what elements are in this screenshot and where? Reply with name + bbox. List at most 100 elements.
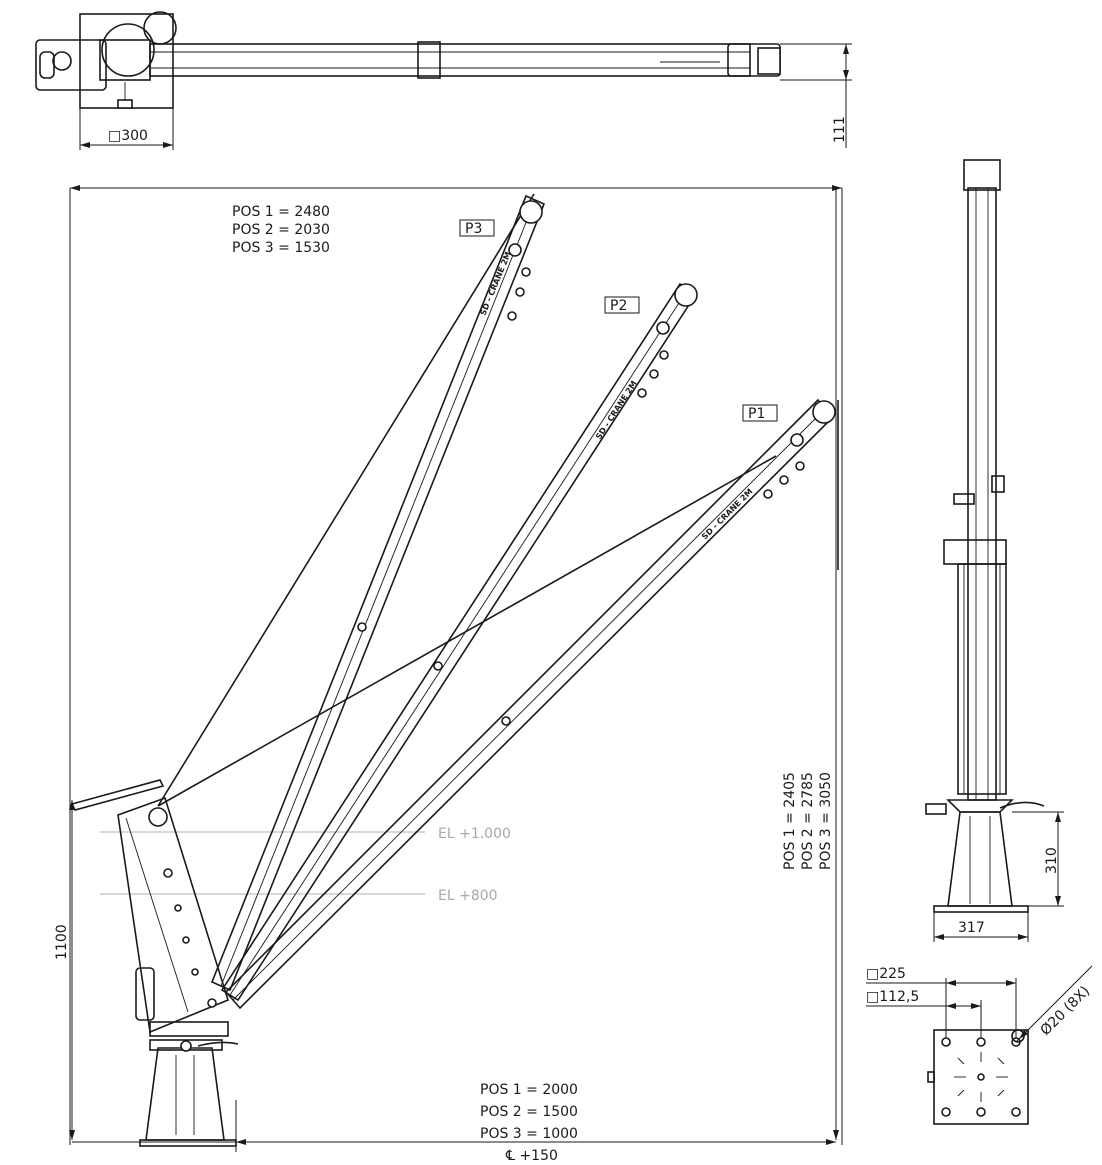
plate-slot xyxy=(957,1057,965,1065)
dim-arrow xyxy=(70,185,80,191)
boom-p1: SD - CRANE 2M P1 xyxy=(224,398,836,1010)
top-slewing-ring xyxy=(101,23,155,77)
tag-p2-label: P2 xyxy=(610,298,627,314)
top-square-label: □300 xyxy=(108,128,148,144)
base-plate-view: □225 □112,5 Ø20 (8X) xyxy=(866,965,1094,1125)
reach-pos1: POS 1 = 2000 xyxy=(480,1082,578,1098)
plate-hole xyxy=(941,1037,951,1047)
plate-hole xyxy=(976,1037,986,1047)
boom-p3-notch xyxy=(521,267,531,277)
tag-p3-label: P3 xyxy=(465,221,482,237)
plate-tab xyxy=(927,1071,935,1083)
top-base-plate xyxy=(79,13,174,109)
top-pin-handle xyxy=(117,99,133,109)
plate-inner-square: □112,5 xyxy=(866,989,919,1005)
top-pivot-housing xyxy=(99,39,151,81)
dim-arrow xyxy=(946,980,956,986)
mast-top-plate xyxy=(70,779,165,811)
tag-p3 xyxy=(459,219,495,237)
front-view: EL +1.000 EL +800 xyxy=(54,185,843,1164)
mast-hole xyxy=(174,904,182,912)
side-mast xyxy=(957,563,1007,795)
boom-p1-hole xyxy=(790,433,804,447)
side-lever xyxy=(999,801,1045,809)
side-bracket xyxy=(991,475,1005,493)
plate-outer-square: □225 xyxy=(866,966,906,982)
side-slew xyxy=(946,799,1014,813)
base-height-label: 1100 xyxy=(54,924,70,960)
boom-p2-pin xyxy=(433,661,443,671)
dim-arrow xyxy=(833,1130,839,1140)
dim-arrow xyxy=(832,185,842,191)
side-height-label: 310 xyxy=(1044,847,1060,874)
height-pos2: POS 2 = 2785 xyxy=(800,772,816,870)
width-pos2: POS 2 = 2030 xyxy=(232,222,330,238)
plate-hole xyxy=(1011,1107,1021,1117)
dim-arrow xyxy=(1055,896,1061,906)
boom-p2-edge xyxy=(229,288,689,996)
boom-p1-notch xyxy=(795,461,805,471)
plate-hole xyxy=(976,1107,986,1117)
mast-hole xyxy=(182,936,190,944)
top-handle-slot xyxy=(39,51,55,79)
mast-handle xyxy=(135,967,155,1021)
tag-p1-label: P1 xyxy=(748,406,765,422)
boom-p2-label: SD - CRANE 2M xyxy=(594,379,639,441)
dim-arrow xyxy=(843,70,849,80)
boom-p1-sheave xyxy=(812,400,836,424)
mast-hole xyxy=(191,968,199,976)
dim-arrow xyxy=(946,1003,956,1009)
mast-pivot xyxy=(148,807,168,827)
top-handle-bracket xyxy=(35,39,107,91)
dim-arrow xyxy=(934,934,944,940)
boom-p2-notch xyxy=(659,350,669,360)
locking-lever xyxy=(197,1041,239,1047)
locking-knob xyxy=(180,1040,192,1052)
height-pos1: POS 1 = 2405 xyxy=(782,772,798,870)
side-bracket xyxy=(953,493,975,505)
elevation-label-1000: EL +1.000 xyxy=(438,826,511,842)
cable-p1 xyxy=(157,455,777,807)
dim-arrow xyxy=(236,1139,246,1145)
tag-p2 xyxy=(604,296,640,314)
boom-p3-body xyxy=(210,194,546,992)
plate-hole xyxy=(941,1107,951,1117)
dim-arrow xyxy=(843,44,849,54)
height-pos3: POS 3 = 3050 xyxy=(818,772,834,870)
top-height-label: 111 xyxy=(832,116,848,143)
boom-p3-label: SD - CRANE 2M xyxy=(479,250,513,316)
mast xyxy=(117,796,229,1034)
dim-arrow xyxy=(1018,934,1028,940)
top-view: □300 111 xyxy=(35,11,852,150)
boom-p3-hole xyxy=(508,243,522,257)
dim-arrow xyxy=(80,142,90,148)
side-view: 310 317 xyxy=(925,159,1064,942)
side-knob xyxy=(925,803,947,815)
top-bolt-hole xyxy=(52,51,72,71)
dim-arrow xyxy=(69,1130,75,1140)
mast-rail xyxy=(125,817,189,1013)
top-sheave xyxy=(757,47,781,75)
hole-leader xyxy=(1015,965,1093,1043)
boom-p3-edge xyxy=(220,199,536,987)
dim-arrow xyxy=(1055,812,1061,822)
boom-p1-notch xyxy=(763,489,773,499)
dim-arrow xyxy=(1006,980,1016,986)
top-boom-clamp xyxy=(417,41,441,79)
pedestal xyxy=(145,1047,225,1141)
centerline-label: ℄ +150 xyxy=(505,1148,558,1164)
width-pos3: POS 3 = 1530 xyxy=(232,240,330,256)
plate-hole xyxy=(977,1073,985,1081)
plate-hole-label: Ø20 (8X) xyxy=(1038,983,1094,1039)
reach-pos2: POS 2 = 1500 xyxy=(480,1104,578,1120)
boom-p3-notch xyxy=(507,311,517,321)
pedestal-foot xyxy=(139,1139,237,1147)
cable-p3 xyxy=(157,193,535,807)
side-width-label: 317 xyxy=(958,920,985,936)
boom-p3-sheave xyxy=(519,200,543,224)
boom-p2-notch xyxy=(649,369,659,379)
boom-p2-notch xyxy=(637,388,647,398)
mast-hole xyxy=(163,868,173,878)
dim-arrow xyxy=(1019,1030,1028,1039)
